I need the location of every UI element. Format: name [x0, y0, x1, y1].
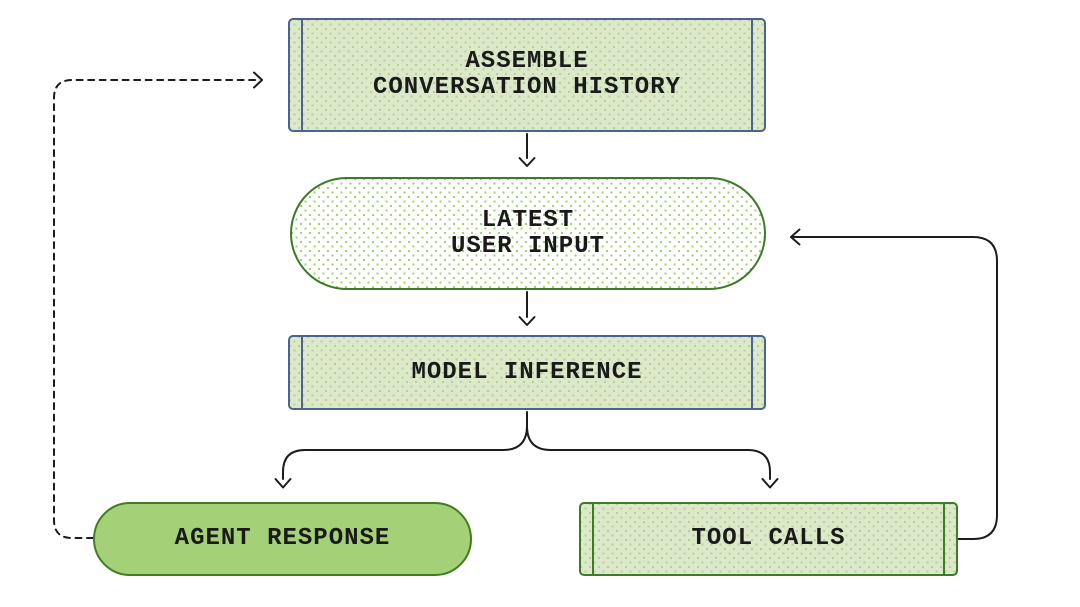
arrowhead-model-to-agent: [274, 478, 292, 489]
arrowhead-tool-to-latest: [790, 228, 801, 246]
node-agent-response: AGENT RESPONSE: [93, 502, 472, 576]
node-label-line: USER INPUT: [450, 232, 606, 260]
arrowhead-model-to-tool: [761, 478, 779, 489]
arrowhead-assemble-to-latest: [518, 157, 536, 167]
node-assemble-conversation-history: ASSEMBLE CONVERSATION HISTORY: [288, 18, 766, 132]
node-model-inference: MODEL INFERENCE: [288, 335, 766, 410]
node-label-line: TOOL CALLS: [691, 525, 846, 552]
edge-model-to-agent: [282, 411, 528, 480]
edge-model-to-tool: [526, 425, 771, 480]
node-tool-calls: TOOL CALLS: [579, 502, 958, 576]
edge-tool-to-latest: [790, 236, 998, 540]
node-label-line: CONVERSATION HISTORY: [372, 74, 682, 101]
node-label-line: AGENT RESPONSE: [174, 525, 391, 552]
node-label-line: MODEL INFERENCE: [411, 358, 643, 386]
node-label-line: ASSEMBLE: [465, 48, 589, 75]
node-label-line: LATEST: [481, 206, 575, 234]
arrowhead-agent-to-assemble: [253, 71, 263, 89]
arrowhead-latest-to-model: [518, 316, 536, 326]
edge-agent-to-assemble: [53, 79, 260, 539]
node-latest-user-input: LATEST USER INPUT: [290, 177, 766, 290]
